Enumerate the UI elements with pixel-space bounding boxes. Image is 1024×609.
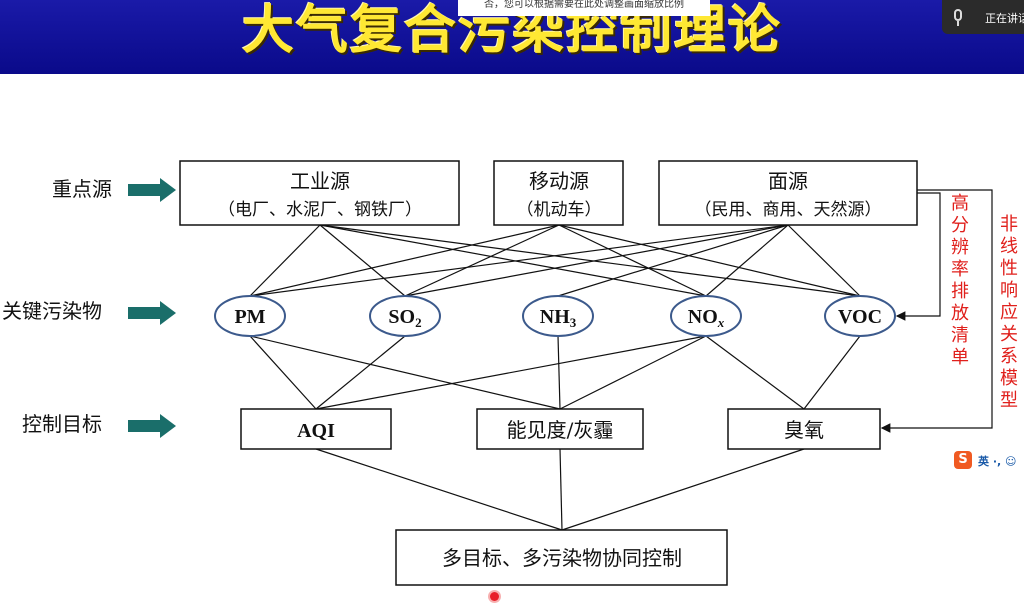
- row-label-pollutants: 关键污染物: [2, 299, 102, 323]
- side-label-model: 非线性响应关系模型: [1000, 214, 1018, 411]
- svg-text:面源: 面源: [768, 169, 808, 193]
- svg-text:多目标、多污染物协同控制: 多目标、多污染物协同控制: [442, 546, 682, 570]
- pollutant-node-nh3: NH3: [522, 295, 594, 337]
- svg-text:VOC: VOC: [838, 306, 882, 328]
- svg-text:臭氧: 臭氧: [784, 418, 824, 442]
- ime-status[interactable]: 英 ·, ☺: [978, 455, 1017, 468]
- pollutant-node-voc: VOC: [824, 295, 896, 337]
- row-label-targets: 控制目标: [22, 412, 102, 436]
- target-box-visibility: 能见度/灰霾: [476, 408, 644, 450]
- svg-text:SO2: SO2: [388, 306, 421, 330]
- feedback-arrows: [880, 189, 993, 433]
- svg-text:PM: PM: [234, 306, 265, 328]
- speaking-indicator: 正在讲话: [942, 0, 1024, 34]
- zoom-tooltip: 否，您可以根据需要在此处调整画面缩放比例: [458, 0, 710, 16]
- svg-text:（民用、商用、天然源）: （民用、商用、天然源）: [695, 200, 882, 220]
- svg-text:（机动车）: （机动车）: [517, 200, 602, 220]
- row-label-sources: 重点源: [52, 177, 112, 201]
- target-box-ozone: 臭氧: [727, 408, 881, 450]
- svg-text:移动源: 移动源: [529, 169, 589, 193]
- pollutant-node-so2: SO2: [369, 295, 441, 337]
- sogou-logo-icon[interactable]: S: [954, 451, 972, 469]
- side-label-inventory: 高分辨率排放清单: [951, 193, 969, 368]
- svg-text:NOx: NOx: [688, 306, 725, 330]
- source-box-mobile: 移动源 （机动车）: [493, 160, 624, 226]
- svg-text:（电厂、水泥厂、钢铁厂）: （电厂、水泥厂、钢铁厂）: [218, 200, 422, 220]
- svg-text:AQI: AQI: [297, 420, 335, 442]
- source-box-area: 面源 （民用、商用、天然源）: [658, 160, 918, 226]
- ime-toolbar[interactable]: S 英 ·, ☺: [954, 450, 1024, 470]
- goal-box: 多目标、多污染物协同控制: [395, 529, 728, 586]
- source-box-industrial: 工业源 （电厂、水泥厂、钢铁厂）: [179, 160, 460, 226]
- svg-text:工业源: 工业源: [290, 169, 350, 193]
- speaking-text: 正在讲话: [985, 12, 1024, 25]
- arrow-right-icon: [128, 301, 176, 325]
- svg-text:能见度/灰霾: 能见度/灰霾: [507, 418, 614, 442]
- target-goal-links: [315, 448, 805, 531]
- pollutant-node-nox: NOx: [670, 295, 742, 337]
- source-pollutant-links: [249, 224, 861, 297]
- svg-text:NH3: NH3: [540, 306, 577, 330]
- target-box-aqi: AQI: [240, 408, 392, 450]
- arrow-right-icon: [128, 414, 176, 438]
- microphone-icon: [954, 9, 962, 21]
- laser-pointer-icon: [490, 592, 499, 601]
- pollutant-node-pm: PM: [214, 295, 286, 337]
- pollutant-target-links: [249, 335, 861, 410]
- arrow-right-icon: [128, 178, 176, 202]
